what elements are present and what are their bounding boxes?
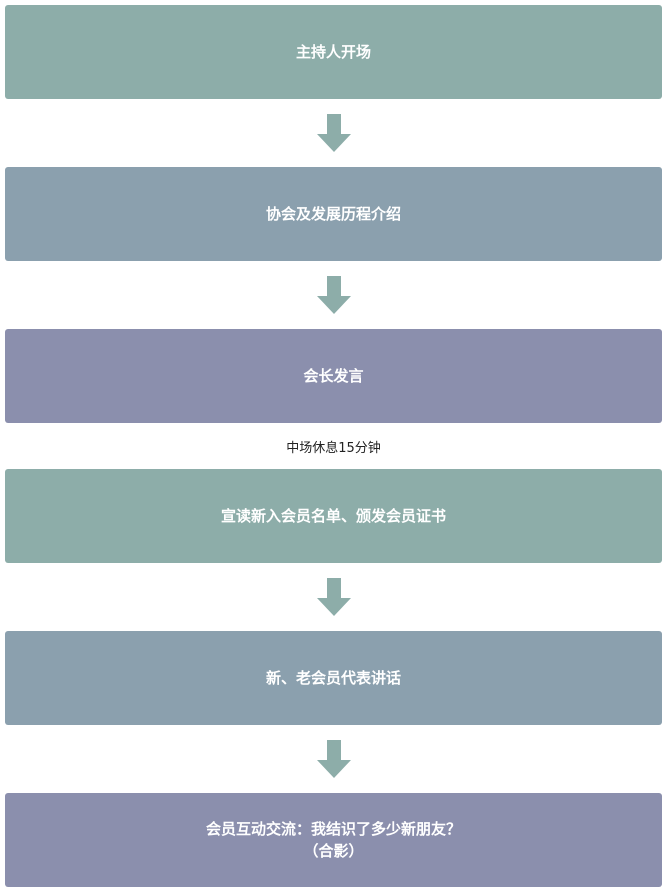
down-arrow-icon [317,740,351,778]
step-member-interaction: 会员互动交流：我结识了多少新朋友？ （合影） [5,793,662,887]
step-association-history: 协会及发展历程介绍 [5,167,662,261]
down-arrow-icon [317,578,351,616]
step-member-representatives-speech: 新、老会员代表讲话 [5,631,662,725]
step-label: 会员互动交流：我结识了多少新朋友？ [205,820,461,838]
down-arrow-icon [317,276,351,314]
step-label: 会长发言 [303,367,364,385]
step-label: 新、老会员代表讲话 [265,669,401,687]
step-label: 宣读新入会员名单、颁发会员证书 [220,507,446,525]
step-label: 协会及发展历程介绍 [265,205,401,223]
down-arrow-icon [317,114,351,152]
break-note: 中场休息15分钟 [286,441,381,456]
step-president-speech: 会长发言 [5,329,662,423]
step-host-opening: 主持人开场 [5,5,662,99]
step-label: 主持人开场 [295,43,371,61]
step-sublabel: （合影） [303,842,364,860]
step-new-members-certificates: 宣读新入会员名单、颁发会员证书 [5,469,662,563]
